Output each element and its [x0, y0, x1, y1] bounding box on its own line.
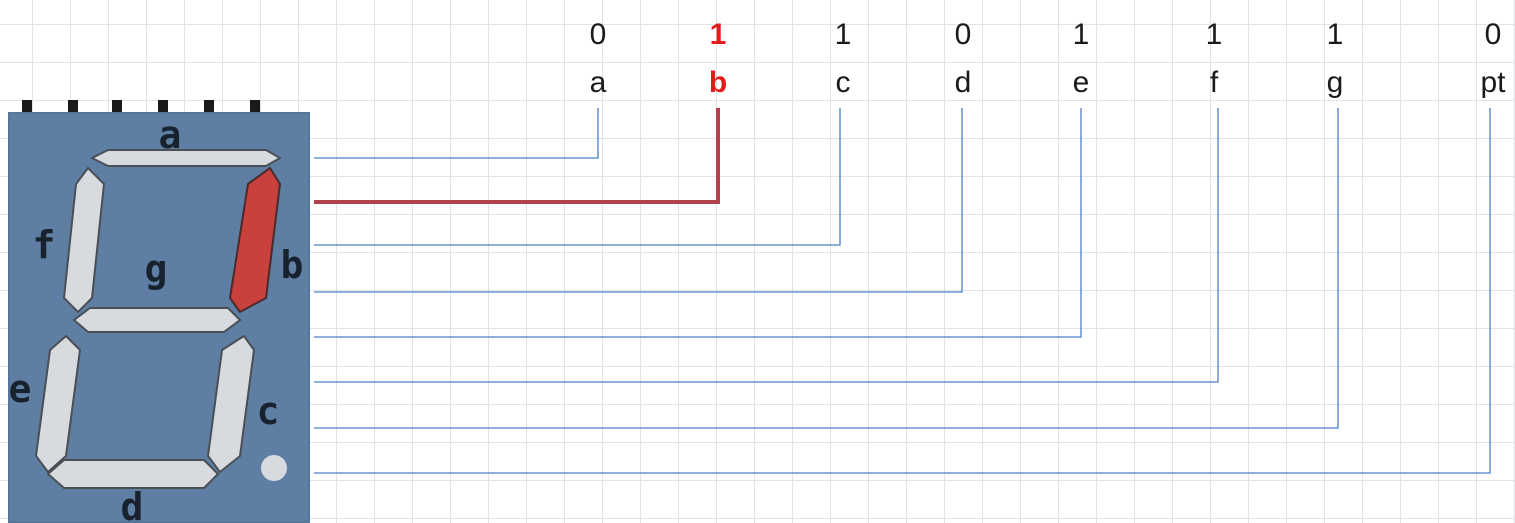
- segment-a: [92, 150, 280, 166]
- segment-name-g: g: [1305, 68, 1365, 98]
- bit-value-b: 1: [688, 20, 748, 50]
- wire-b: [314, 108, 718, 202]
- wire-e: [314, 108, 1081, 337]
- segment-name-e: e: [1051, 68, 1111, 98]
- segment-name-a: a: [568, 68, 628, 98]
- wire-pt: [314, 108, 1490, 473]
- segment-name-pt: pt: [1463, 68, 1515, 98]
- display-label-g: g: [145, 247, 168, 291]
- segment-d: [48, 460, 218, 488]
- bit-value-pt: 0: [1463, 20, 1515, 50]
- display-label-d: d: [121, 485, 144, 523]
- bit-value-d: 0: [933, 20, 993, 50]
- segment-c: [208, 336, 254, 472]
- display-label-c: c: [257, 389, 280, 433]
- display-label-a: a: [159, 113, 182, 157]
- bit-value-e: 1: [1051, 20, 1111, 50]
- segment-f: [64, 168, 104, 312]
- segment-name-c: c: [813, 68, 873, 98]
- decimal-point: [261, 455, 287, 481]
- bit-value-f: 1: [1184, 20, 1244, 50]
- display-label-e: e: [9, 367, 32, 411]
- segment-b: [230, 168, 280, 312]
- segment-name-d: d: [933, 68, 993, 98]
- segment-name-f: f: [1184, 68, 1244, 98]
- wire-a: [314, 108, 598, 158]
- bit-value-c: 1: [813, 20, 873, 50]
- segment-g: [74, 308, 240, 332]
- segment-name-b: b: [688, 68, 748, 98]
- bit-value-g: 1: [1305, 20, 1365, 50]
- segment-e: [36, 336, 80, 472]
- wire-c: [314, 108, 840, 245]
- wire-g: [314, 108, 1338, 428]
- display-label-b: b: [281, 243, 304, 287]
- seven-segment-display: a f g b e c d: [8, 112, 310, 523]
- display-label-f: f: [33, 223, 56, 267]
- bit-value-a: 0: [568, 20, 628, 50]
